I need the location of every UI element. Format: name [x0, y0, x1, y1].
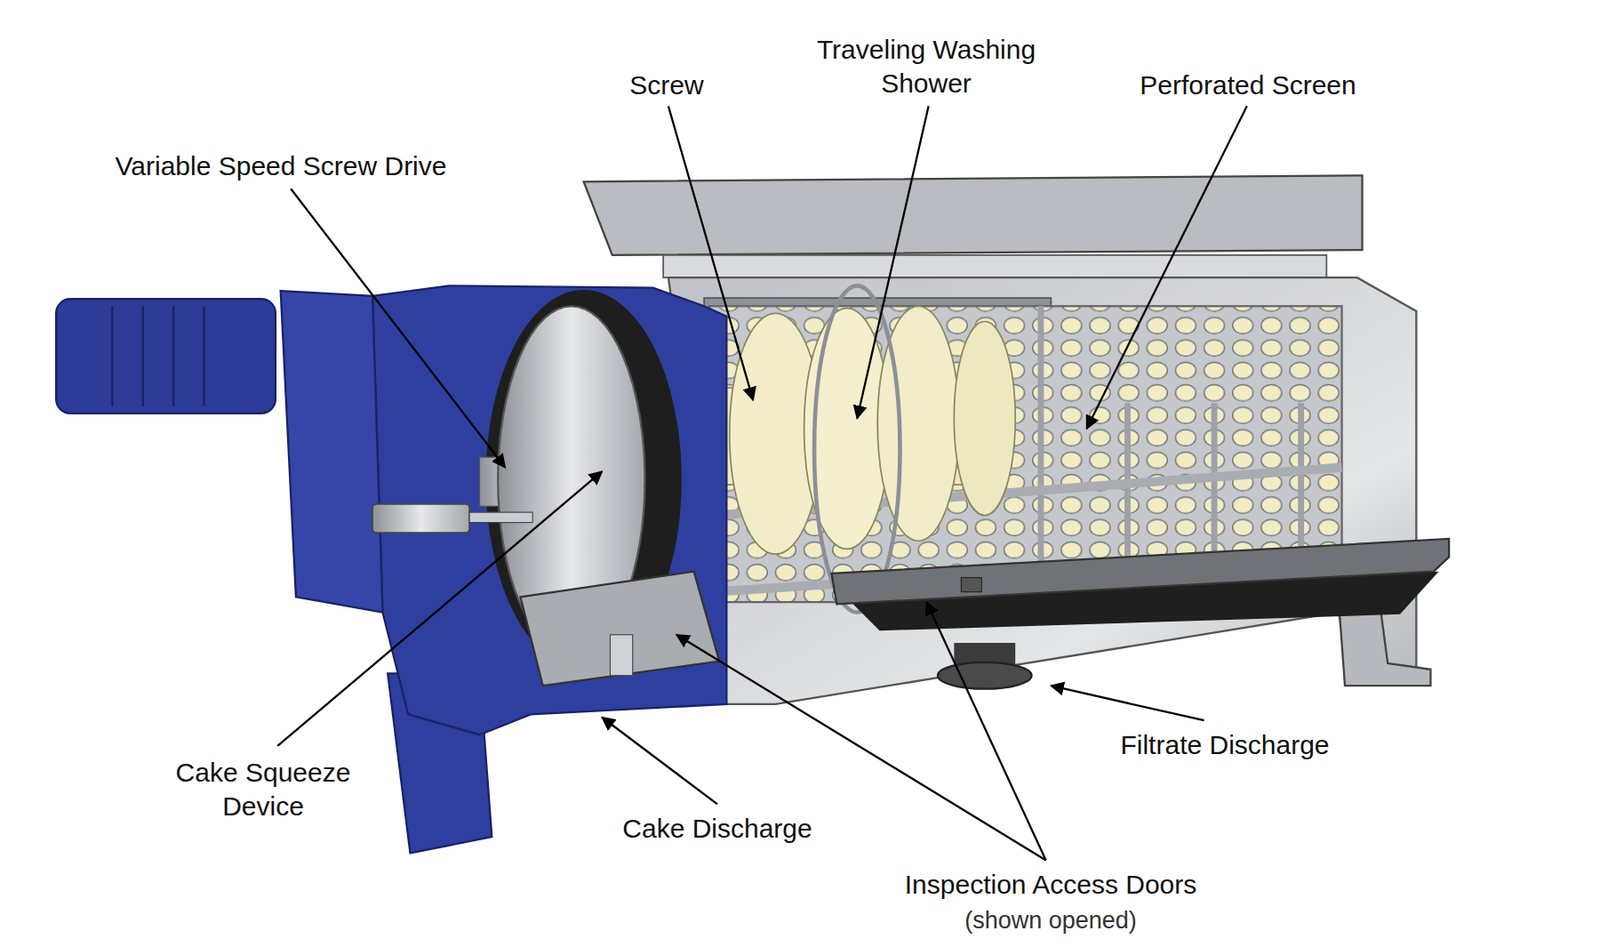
door-latch [960, 577, 982, 592]
squeeze-cylinder [372, 504, 470, 533]
motor-fin [142, 305, 144, 406]
part-label: Variable Speed Screw Drive [115, 149, 448, 184]
leader-line [277, 471, 602, 746]
screen-ring [1037, 305, 1044, 602]
part-label: Screw [629, 68, 704, 103]
leader-line [668, 105, 753, 400]
motor-fin [202, 305, 205, 406]
washing-shower [814, 285, 900, 612]
leader-line [1050, 685, 1204, 720]
drive-motor [56, 298, 276, 414]
motor-fin [111, 305, 113, 406]
cake-discharge-door [520, 571, 720, 687]
housing-body [668, 277, 1416, 704]
door-handle [609, 634, 632, 676]
motor-fin [172, 305, 175, 406]
part-label: Traveling Washing Shower [792, 32, 1060, 100]
leader-line [601, 717, 718, 805]
drive-housing [372, 285, 727, 735]
gearbox [280, 290, 384, 613]
inspection-door [832, 538, 1450, 604]
part-label: Inspection Access Doors [904, 867, 1198, 902]
part-label: Filtrate Discharge [1120, 728, 1329, 762]
screw-flight [953, 321, 1016, 516]
part-label: Cake Squeeze Device [160, 755, 366, 823]
leader-line [856, 105, 928, 418]
rail-track [663, 255, 1327, 278]
leader-line [290, 188, 505, 467]
leader-line [1087, 105, 1248, 429]
leader-line [926, 601, 1046, 860]
part-label: Perforated Screen [1139, 68, 1356, 103]
squeeze-rod [469, 512, 533, 522]
leader-lines [277, 105, 1248, 860]
filtrate-outlet [937, 662, 1032, 689]
part-label: Cake Discharge [622, 811, 812, 846]
callout-note: (shown opened) [964, 905, 1137, 936]
